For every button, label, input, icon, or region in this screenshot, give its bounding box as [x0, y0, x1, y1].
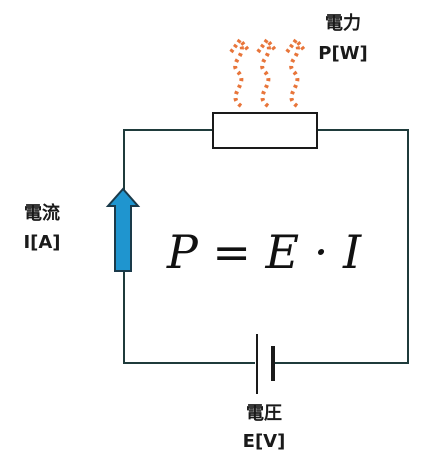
battery-icon [256, 334, 275, 394]
power-unit-label: P[W] [318, 43, 368, 64]
heat-arrow-icon [229, 36, 251, 108]
heat-arrows [229, 36, 307, 108]
power-formula: P = E · I [166, 225, 362, 279]
wire-left-lower [123, 270, 255, 364]
power-label: 電力 [325, 13, 361, 34]
voltage-unit-label: E[V] [243, 431, 286, 452]
current-arrow-icon [105, 187, 141, 272]
heat-arrow-icon [285, 36, 307, 108]
circuit-wires [123, 129, 409, 364]
current-unit-label: I[A] [23, 232, 60, 253]
voltage-label: 電圧 [246, 403, 282, 424]
resistor-icon [212, 112, 318, 149]
wire-right [274, 129, 409, 364]
heat-arrow-icon [256, 36, 278, 108]
current-label: 電流 [24, 202, 60, 224]
wire-top-left [123, 129, 213, 192]
